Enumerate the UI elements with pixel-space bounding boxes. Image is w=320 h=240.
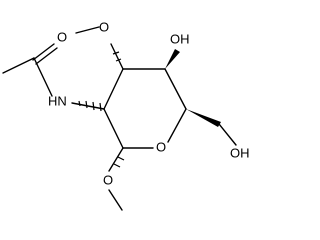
- label-methoxy3-oxygen: O: [99, 19, 109, 34]
- wedge-bond-c4-hydroxyl: [165, 49, 180, 69]
- label-ring-oxygen: O: [156, 139, 166, 154]
- bond-methyl-carbonyl: [2, 57, 35, 74]
- molecule-structure: O HN O OH OH O O: [2, 19, 250, 211]
- bond-c5-ring-oxygen: [167, 108, 187, 143]
- bond-carbonyl-nitrogen: [33, 57, 53, 97]
- structure-canvas: O HN O OH OH O O: [2, 19, 250, 211]
- label-amide-nitrogen: HN: [48, 93, 67, 108]
- bond-nitrogen-c2: [71, 102, 105, 110]
- bond-c1-c2: [103, 108, 124, 149]
- label-hydroxyl4: OH: [170, 31, 190, 46]
- bond-methoxy1-methyl: [108, 189, 123, 211]
- bond-carbonyl-double-a: [32, 43, 55, 61]
- bond-ch2-oh: [218, 123, 237, 146]
- bond-carbonyl-double-b: [35, 47, 58, 65]
- hash-bond-c2-nitrogen: [78, 100, 102, 112]
- label-methoxy1-oxygen: O: [103, 172, 113, 187]
- bond-c4-c5: [164, 68, 187, 110]
- wedge-bond-c5-ch2: [186, 109, 221, 127]
- hash-bond-c3-oxygen: [112, 51, 122, 62]
- hash-bond-c1-oxygen: [113, 156, 125, 168]
- bond-c3-methoxy-oxygen: [110, 43, 124, 70]
- label-hydroxymethyl-oh: OH: [230, 145, 250, 160]
- bond-methoxy3-methyl: [75, 26, 100, 34]
- bond-c1-methoxy-oxygen: [108, 147, 124, 172]
- label-carbonyl-oxygen: O: [57, 29, 67, 44]
- bond-c2-c3: [103, 68, 124, 110]
